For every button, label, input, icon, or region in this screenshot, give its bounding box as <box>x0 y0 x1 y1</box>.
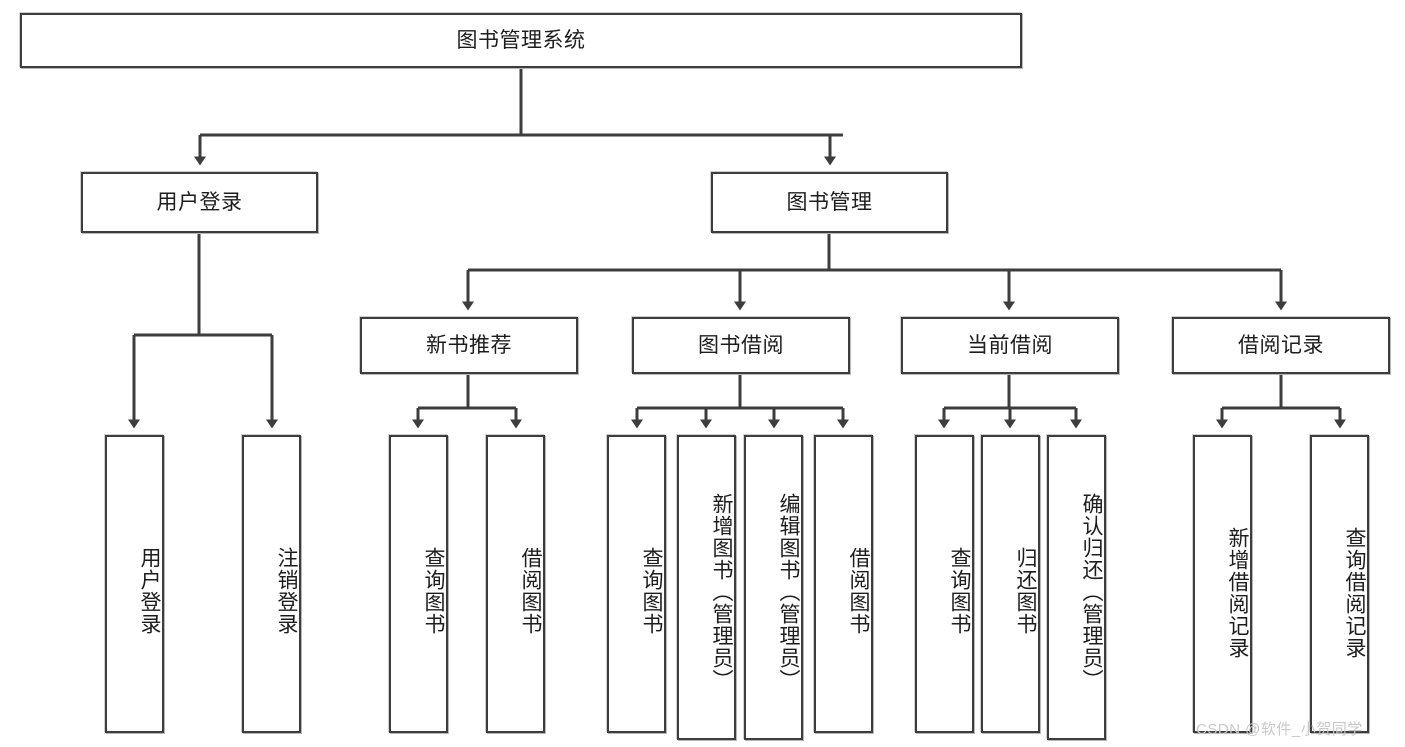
node-leaf-borrow-book[interactable]: 借阅图书 <box>814 435 873 733</box>
node-leaf-confirm-return-admin[interactable]: 确认归还（管理员） <box>1047 435 1106 740</box>
csdn-watermark: CSDN @软件_小贺同学 <box>1196 721 1363 738</box>
node-current-borrow[interactable]: 当前借阅 <box>901 317 1119 374</box>
node-leaf-edit-book-admin[interactable]: 编辑图书（管理员） <box>744 435 803 740</box>
node-user-login-label: 用户登录 <box>156 190 243 214</box>
node-leaf-borrow-book-recommend[interactable]: 借阅图书 <box>486 435 545 733</box>
node-leaf-user-login-label: 用户登录 <box>138 547 161 635</box>
node-new-book-recommend[interactable]: 新书推荐 <box>360 317 578 374</box>
node-leaf-borrow-book-recommend-label: 借阅图书 <box>519 547 542 635</box>
node-book-management-label: 图书管理 <box>786 190 873 214</box>
node-leaf-edit-book-admin-label: 编辑图书（管理员） <box>777 492 800 691</box>
node-leaf-add-borrow-record-label: 新增借阅记录 <box>1226 527 1249 659</box>
node-leaf-query-book-recommend[interactable]: 查询图书 <box>389 435 448 733</box>
node-leaf-query-book-borrow-label: 查询图书 <box>640 547 663 635</box>
node-new-book-recommend-label: 新书推荐 <box>426 333 512 357</box>
node-book-borrow[interactable]: 图书借阅 <box>632 317 850 374</box>
node-leaf-query-borrow-record[interactable]: 查询借阅记录 <box>1310 435 1369 733</box>
node-current-borrow-label: 当前借阅 <box>967 333 1053 357</box>
node-leaf-logout-login-label: 注销登录 <box>275 547 298 635</box>
node-book-borrow-label: 图书借阅 <box>698 333 784 357</box>
node-book-management[interactable]: 图书管理 <box>711 172 948 233</box>
node-leaf-user-login[interactable]: 用户登录 <box>105 435 164 733</box>
node-leaf-return-book-label: 归还图书 <box>1014 547 1037 635</box>
node-leaf-borrow-book-label: 借阅图书 <box>847 547 870 635</box>
node-leaf-query-book-current[interactable]: 查询图书 <box>915 435 974 733</box>
node-leaf-query-book-borrow[interactable]: 查询图书 <box>607 435 666 733</box>
node-leaf-add-book-admin-label: 新增图书（管理员） <box>710 492 733 691</box>
node-user-login[interactable]: 用户登录 <box>81 172 318 233</box>
node-leaf-query-book-recommend-label: 查询图书 <box>422 547 445 635</box>
node-leaf-query-borrow-record-label: 查询借阅记录 <box>1343 527 1366 659</box>
node-root-label: 图书管理系统 <box>456 28 586 52</box>
node-leaf-confirm-return-admin-label: 确认归还（管理员） <box>1080 492 1103 691</box>
node-leaf-return-book[interactable]: 归还图书 <box>981 435 1040 733</box>
node-leaf-add-book-admin[interactable]: 新增图书（管理员） <box>677 435 736 740</box>
node-borrow-record[interactable]: 借阅记录 <box>1172 317 1390 374</box>
node-leaf-add-borrow-record[interactable]: 新增借阅记录 <box>1193 435 1252 733</box>
node-root[interactable]: 图书管理系统 <box>20 13 1022 68</box>
node-leaf-logout-login[interactable]: 注销登录 <box>242 435 301 733</box>
node-borrow-record-label: 借阅记录 <box>1238 333 1324 357</box>
node-leaf-query-book-current-label: 查询图书 <box>948 547 971 635</box>
